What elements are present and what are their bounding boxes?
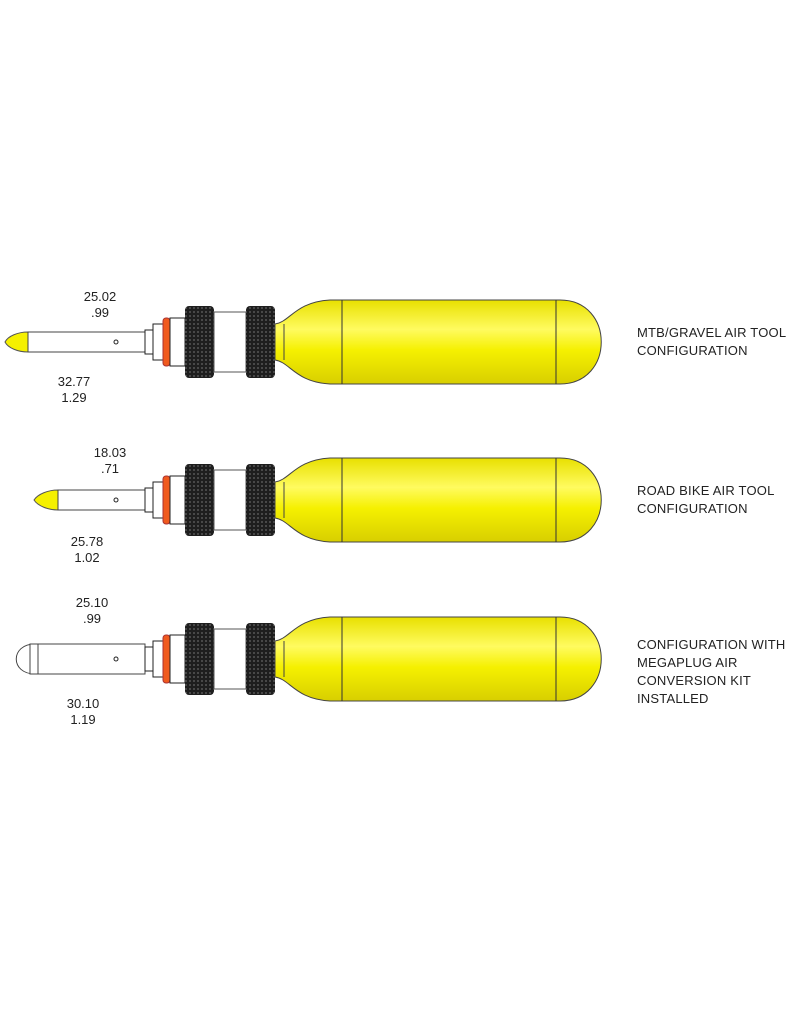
dimension-mm: 32.77 xyxy=(57,374,91,389)
dimension-mm: 25.10 xyxy=(75,595,109,610)
caption-line: CONFIGURATION WITH xyxy=(637,637,786,652)
caption-line: ROAD BIKE AIR TOOL xyxy=(637,483,775,498)
dimension-in: 1.19 xyxy=(70,712,96,727)
megaplug-tool xyxy=(15,616,602,702)
dimension-in: 1.29 xyxy=(61,390,87,405)
caption-line: MEGAPLUG AIR xyxy=(637,655,738,670)
caption-road-bike: ROAD BIKE AIR TOOL CONFIGURATION xyxy=(637,482,775,518)
caption-mtb-gravel: MTB/GRAVEL AIR TOOL CONFIGURATION xyxy=(637,324,786,360)
dimension-mm: 30.10 xyxy=(66,696,100,711)
caption-line: CONFIGURATION xyxy=(637,343,748,358)
mtb-gravel-tool xyxy=(4,299,602,385)
road-bike-tool xyxy=(33,457,602,543)
caption-line: INSTALLED xyxy=(637,691,709,706)
caption-line: CONVERSION KIT xyxy=(637,673,752,688)
dimension-in: 1.02 xyxy=(74,550,100,565)
caption-line: MTB/GRAVEL AIR TOOL xyxy=(637,325,787,340)
caption-line: CONFIGURATION xyxy=(637,501,748,516)
caption-megaplug: CONFIGURATION WITH MEGAPLUG AIR CONVERSI… xyxy=(637,636,786,708)
dimension-mm: 25.78 xyxy=(70,534,104,549)
bottom-dimension: 30.10 1.19 xyxy=(53,696,113,728)
dimension-mm: 25.02 xyxy=(83,289,117,304)
bottom-dimension: 32.77 1.29 xyxy=(44,374,104,406)
top-dimension: 25.10 .99 xyxy=(62,595,122,627)
dimension-in: .71 xyxy=(100,461,120,476)
dimension-in: .99 xyxy=(90,305,110,320)
top-dimension: 25.02 .99 xyxy=(70,289,130,321)
top-dimension: 18.03 .71 xyxy=(80,445,140,477)
bottom-dimension: 25.78 1.02 xyxy=(57,534,117,566)
dimension-in: .99 xyxy=(82,611,102,626)
dimension-mm: 18.03 xyxy=(93,445,127,460)
